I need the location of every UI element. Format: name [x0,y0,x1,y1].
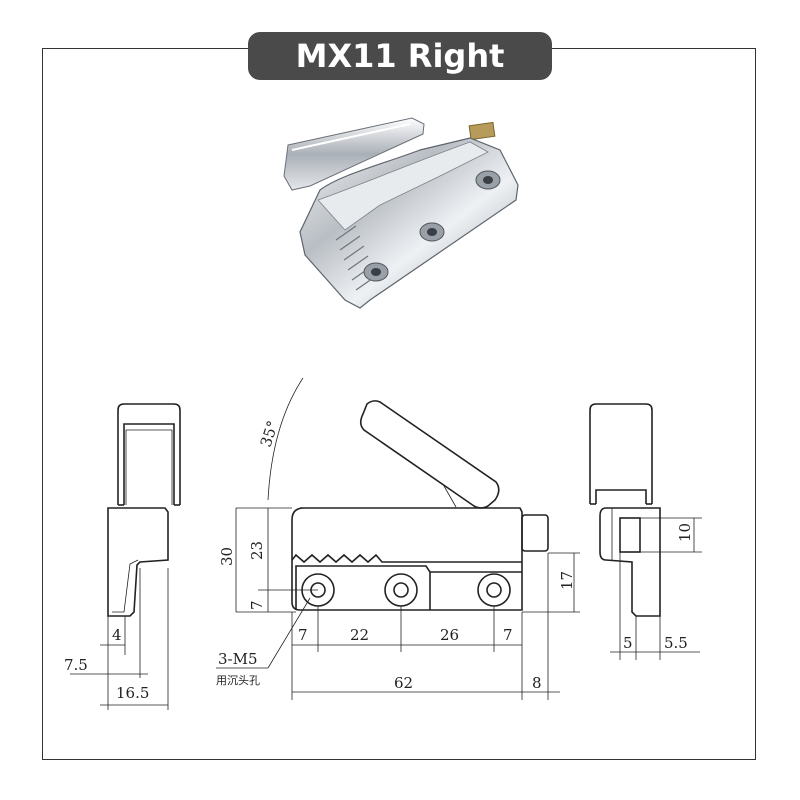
product-photo [283,117,519,309]
dim-side-7-5: 7.5 [64,656,88,674]
dim-height-17: 17 [558,571,576,590]
dim-height-7: 7 [248,600,266,610]
left-side-view: 4 7.5 16.5 [64,403,181,710]
front-view: 35° 30 23 7 17 7 22 26 7 62 8 3-M5 [216,377,580,700]
dim-right-10: 10 [676,523,694,542]
dim-angle: 35° [257,418,282,449]
dim-right-5-5: 5.5 [664,634,688,652]
dim-right-5: 5 [623,634,633,652]
dim-width-7a: 7 [298,626,308,644]
dim-height-23: 23 [248,541,266,560]
dim-width-7b: 7 [503,626,513,644]
dim-side-16-5: 16.5 [116,684,149,702]
right-side-view: 10 5 5.5 [589,403,702,660]
note-holes: 3-M5 [218,650,258,668]
dim-width-22: 22 [350,626,369,644]
dim-side-4: 4 [112,626,122,644]
dim-width-62: 62 [394,674,413,692]
dim-width-26: 26 [440,626,459,644]
note-holes-cn: 用沉头孔 [216,674,260,687]
dim-height-30: 30 [218,547,236,566]
dim-width-8: 8 [532,674,542,692]
product-title: MX11 Right [248,32,552,80]
